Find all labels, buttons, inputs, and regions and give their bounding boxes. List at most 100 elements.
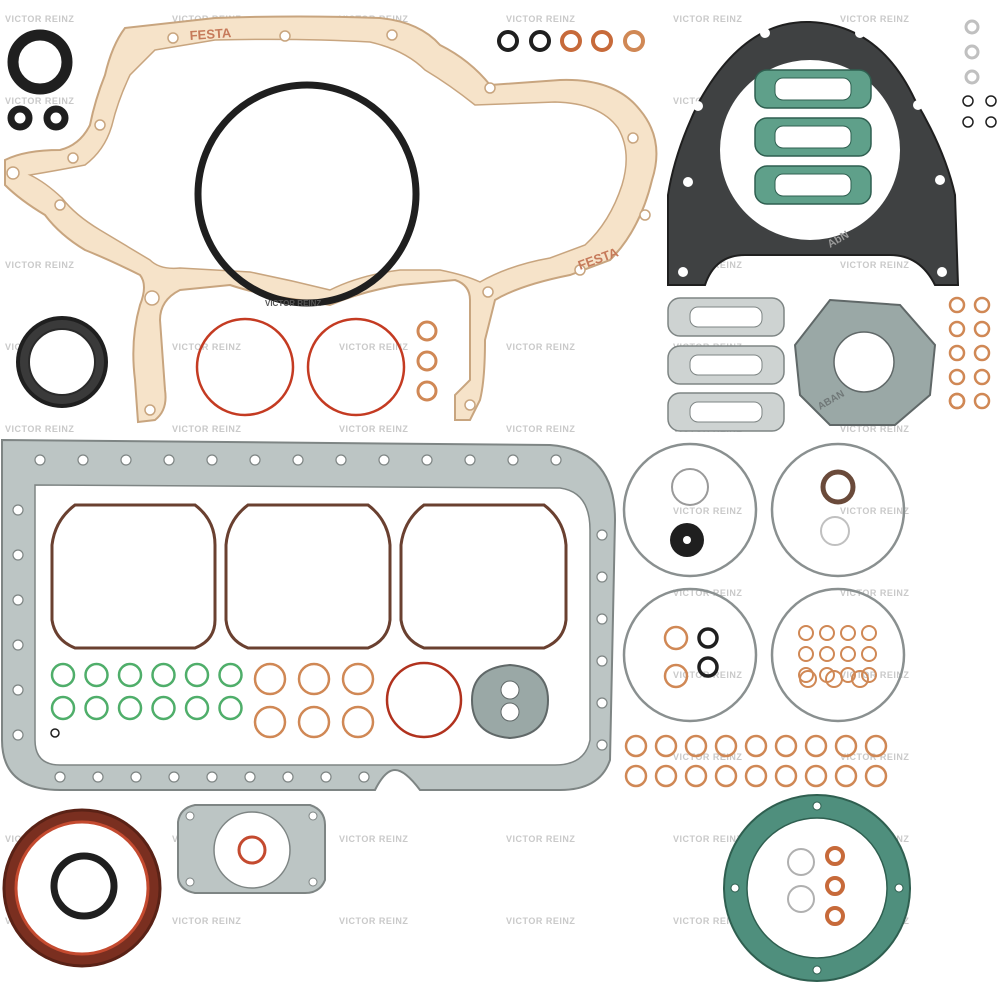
copper-washer [973, 344, 991, 362]
green-oring [218, 662, 243, 688]
watermark-text: VICTOR REINZ [840, 588, 909, 598]
watermark-text: VICTOR REINZ [339, 424, 408, 434]
red-orings-pair [195, 317, 406, 417]
injector-kit-circles [622, 442, 906, 723]
oilpan-bolt-hole [507, 454, 519, 466]
watermark-text: VICTOR REINZ [506, 916, 575, 926]
oilpan-bolt-hole [378, 454, 390, 466]
green-oring [84, 662, 109, 688]
green-oring [117, 695, 143, 721]
oilpan-bolt-hole [34, 454, 46, 466]
copper-washer [654, 764, 678, 788]
watermark-text: VICTOR REINZ [840, 424, 909, 434]
oilpan-bolt-hole [596, 697, 608, 709]
injector-kit-inner [663, 468, 856, 689]
watermark-text: VICTOR REINZ [673, 14, 742, 24]
copper-washers-column [416, 320, 438, 402]
oilpan-bolt-hole [596, 529, 608, 541]
oring-stamp: VICTOR REINZ [265, 299, 321, 308]
oilpan-bolt-hole [12, 549, 24, 561]
watermark-text: VICTOR REINZ [506, 342, 575, 352]
oilpan-bolt-hole [244, 771, 256, 783]
copper-washer [851, 670, 869, 688]
copper-washer [834, 764, 858, 788]
copper-washer [973, 296, 991, 314]
tiny-rings-top-right [962, 19, 997, 128]
watermark-text: VICTOR REINZ [840, 670, 909, 680]
copper-washers-in-circle [798, 625, 877, 688]
copper-washer [774, 764, 798, 788]
oilpan-bolt-hole [77, 454, 89, 466]
watermark-text: VICTOR REINZ [5, 96, 74, 106]
copper-washer [948, 296, 966, 314]
watermark-text: VICTOR REINZ [172, 424, 241, 434]
oilpan-bolt-hole [163, 454, 175, 466]
oilpan-bolt-hole [54, 771, 66, 783]
oilpan-bolt-hole [12, 684, 24, 696]
copper-washer-rows [624, 734, 888, 788]
oilpan-bolt-hole [249, 454, 261, 466]
oilpan-bolt-hole [206, 771, 218, 783]
oilpan-bolt-hole [282, 771, 294, 783]
grey-exhaust-gaskets [667, 297, 785, 432]
crankshaft-seal-medium [16, 316, 108, 408]
green-orings-grid [50, 662, 243, 721]
watermark-text: VICTOR REINZ [506, 424, 575, 434]
watermark-text: VICTOR REINZ [339, 834, 408, 844]
timing-gasket-brand: FESTA [189, 25, 232, 43]
oilpan-bolt-hole [550, 454, 562, 466]
copper-washer [834, 734, 858, 758]
copper-washer [819, 625, 835, 641]
green-manifold-gaskets [754, 69, 872, 205]
oilpan-bolt-hole [120, 454, 132, 466]
green-oring [84, 695, 109, 721]
copper-washer [624, 734, 648, 758]
oilpan-bolt-hole [320, 771, 332, 783]
copper-washer [774, 734, 798, 758]
copper-washer-grid-right [948, 296, 991, 410]
green-round-gasket [723, 794, 911, 982]
top-seal-row [497, 30, 645, 52]
copper-washer [825, 670, 843, 688]
oil-filter-gasket [470, 663, 550, 740]
copper-washer [948, 368, 966, 386]
copper-oring [297, 662, 331, 696]
watermark-text: VICTOR REINZ [673, 834, 742, 844]
oilpan-bolt-hole [292, 454, 304, 466]
oil-pan-gasket [1, 438, 617, 791]
crankshaft-seal-small [7, 29, 73, 95]
copper-oring [341, 662, 375, 696]
copper-washer [973, 368, 991, 386]
oilpan-bolt-hole [206, 454, 218, 466]
green-oring [117, 662, 143, 688]
copper-washer [799, 670, 817, 688]
oilpan-bolt-hole [12, 504, 24, 516]
watermark-text: VICTOR REINZ [673, 916, 742, 926]
oilpan-bolt-hole [596, 571, 608, 583]
oilpan-bolt-hole [596, 655, 608, 667]
oilpan-bolt-hole [464, 454, 476, 466]
copper-washer [861, 667, 877, 683]
oilpan-bolt-hole [596, 613, 608, 625]
watermark-text: VICTOR REINZ [506, 14, 575, 24]
copper-washer [798, 646, 814, 662]
copper-oring [253, 705, 287, 739]
oilpan-bolt-hole [92, 771, 104, 783]
rear-crank-seal [2, 808, 162, 968]
large-oring: VICTOR REINZ [194, 81, 420, 308]
copper-washer [948, 344, 966, 362]
oilpan-bolt-hole [12, 639, 24, 651]
pump-flange-gasket: ABAN [793, 298, 937, 426]
watermark-text: VICTOR REINZ [506, 834, 575, 844]
watermark-text: VICTOR REINZ [5, 424, 74, 434]
copper-washer [624, 764, 648, 788]
copper-washer [798, 667, 814, 683]
copper-oring [341, 705, 375, 739]
red-oring-small [50, 661, 463, 739]
copper-washer [744, 734, 768, 758]
watermark-text: VICTOR REINZ [172, 916, 241, 926]
copper-washer [804, 734, 828, 758]
copper-washer [804, 764, 828, 788]
green-oring [184, 695, 210, 721]
watermark-text: VICTOR REINZ [339, 342, 408, 352]
